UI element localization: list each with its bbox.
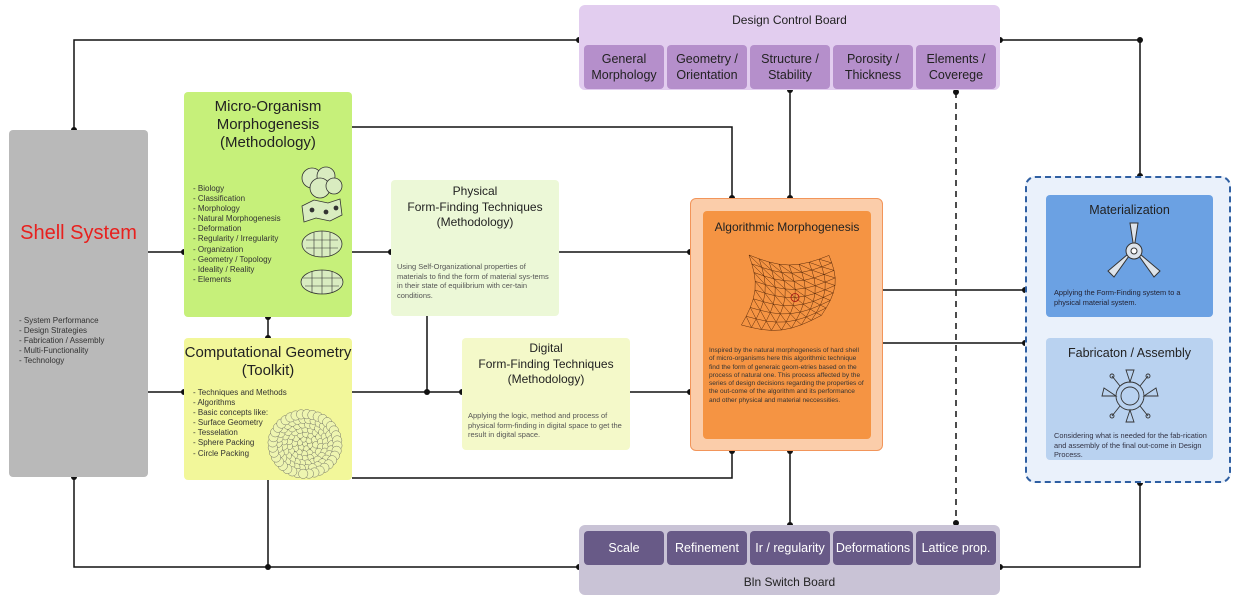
circle-packing-illustration — [267, 409, 343, 479]
digital-form-finding-panel: Digital Form-Finding Techniques (Methodo… — [462, 338, 630, 450]
digital-form-finding-description: Applying the logic, method and process o… — [468, 411, 622, 439]
mesh-illustration — [741, 254, 836, 331]
list-item: - Sphere Packing — [193, 438, 255, 448]
algorithmic-morphogenesis-title: Algorithmic Morphogenesis — [714, 220, 860, 234]
list-item: - Classification — [193, 194, 246, 204]
switch-lattice-prop[interactable]: Lattice prop. — [916, 531, 996, 565]
switch-irregularity[interactable]: Ir / regularity — [750, 531, 830, 565]
shell-system-panel: Shell System - System Performance - Desi… — [9, 130, 148, 477]
design-control-board-title: Design Control Board — [732, 13, 847, 27]
switch-deformations[interactable]: Deformations — [833, 531, 913, 565]
fabrication-description: Considering what is needed for the fab-r… — [1054, 431, 1207, 459]
list-item: - Geometry / Topology — [193, 254, 272, 264]
switch-board: Scale Refinement Ir / regularity Deforma… — [579, 525, 1000, 595]
shell-system-list: - System Performance - Design Strategies… — [19, 316, 104, 366]
list-item: - System Performance — [19, 316, 99, 325]
list-item: - Algorithms — [193, 398, 236, 408]
micro-organism-panel: Micro-Organism Morphogenesis (Methodolog… — [184, 92, 352, 317]
switch-board-title: Bln Switch Board — [743, 575, 836, 589]
control-porosity-thickness[interactable]: Porosity / Thickness — [833, 45, 913, 89]
micro-organism-list: - Biology - Classification - Morphology … — [193, 184, 281, 285]
switch-refinement[interactable]: Refinement — [667, 531, 747, 565]
physical-form-finding-panel: Physical Form-Finding Techniques (Method… — [391, 180, 559, 316]
list-item: - Biology — [193, 184, 225, 193]
computational-geometry-list: - Techniques and Methods - Algorithms - … — [193, 388, 287, 459]
list-item: - Regularity / Irregularity — [193, 234, 279, 244]
control-geometry-orientation[interactable]: Geometry / Orientation — [667, 45, 747, 89]
fabrication-title: Fabricaton / Assembly — [1068, 346, 1191, 360]
fabrication-panel: Fabricaton / Assembly Considering what i… — [1046, 338, 1213, 460]
physical-form-finding-description: Using Self-Organizational properties of … — [397, 262, 549, 300]
list-item: - Surface Geometry — [193, 418, 263, 428]
computational-geometry-panel: Computational Geometry (Toolkit) - Techn… — [184, 338, 352, 480]
shell-system-title: Shell System — [20, 222, 137, 244]
algorithmic-morphogenesis-description: Inspired by the natural morphogenesis of… — [709, 347, 864, 404]
control-structure-stability[interactable]: Structure / Stability — [750, 45, 830, 89]
list-item: - Morphology — [193, 204, 240, 214]
micro-organism-illustration — [300, 166, 344, 295]
list-item: - Circle Packing — [193, 448, 250, 458]
list-item: - Elements — [193, 274, 232, 284]
gear-assembly-illustration — [1101, 369, 1159, 423]
physical-form-finding-title: Physical Form-Finding Techniques (Method… — [407, 184, 543, 229]
digital-form-finding-title: Digital Form-Finding Techniques (Methodo… — [478, 341, 614, 386]
micro-organism-title: Micro-Organism Morphogenesis (Methodolog… — [214, 98, 322, 151]
switch-scale[interactable]: Scale — [584, 531, 664, 565]
control-general-morphology[interactable]: General Morphology — [584, 45, 664, 89]
materialization-description: Applying the Form-Finding system to a ph… — [1054, 288, 1181, 307]
list-item: - Design Strategies — [19, 326, 88, 335]
control-elements-coverege[interactable]: Elements / Coverege — [916, 45, 996, 89]
list-item: - Multi-Functionality — [19, 346, 89, 355]
list-item: - Tesselation — [193, 428, 238, 438]
list-item: - Technology — [19, 356, 65, 365]
list-item: - Natural Morphogenesis — [193, 214, 281, 224]
algorithmic-morphogenesis-panel: Algorithmic Morphogenesis Inspired by th… — [703, 211, 871, 439]
tripod-node-illustration — [1107, 222, 1161, 278]
list-item: - Deformation — [193, 224, 242, 234]
list-item: - Fabrication / Assembly — [19, 336, 105, 345]
list-item: - Techniques and Methods — [193, 388, 287, 397]
materialization-panel: Materialization Applying the Form-Findin… — [1046, 195, 1213, 317]
list-item: - Ideality / Reality — [193, 264, 255, 274]
computational-geometry-title: Computational Geometry (Toolkit) — [184, 344, 352, 379]
list-item: - Organization — [193, 244, 244, 254]
list-item: - Basic concepts like: — [193, 408, 269, 418]
materialization-title: Materialization — [1089, 203, 1170, 217]
design-control-board: Design Control Board General Morphology … — [579, 5, 1000, 90]
